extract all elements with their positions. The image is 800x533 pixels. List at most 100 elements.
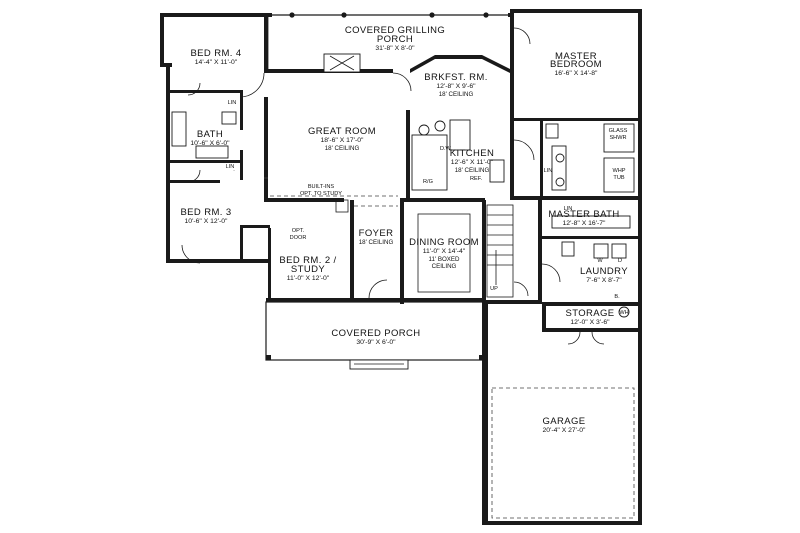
wall — [268, 228, 271, 300]
room-name-covered-porch: COVERED PORCH — [331, 328, 420, 339]
label-whp: WHP — [612, 168, 625, 174]
outlines — [171, 12, 635, 519]
room-name-garage: GARAGE — [542, 416, 585, 427]
stair-outline — [486, 204, 514, 298]
room-dims-covered-grilling-porch: 31'-8" X 8'-0" — [375, 45, 415, 52]
room-name-bed-rm-2: BED RM. 2 / — [279, 255, 336, 266]
label-b: B. — [614, 294, 620, 300]
stool — [434, 120, 446, 132]
wall — [170, 180, 220, 183]
tub — [171, 111, 187, 147]
label-lin: LIN — [228, 100, 237, 106]
room-dims-covered-porch: 30'-9" X 6'-0" — [356, 339, 396, 346]
door-swing — [181, 244, 201, 264]
label-tub: TUB — [613, 175, 624, 181]
label-wh: WH — [619, 310, 628, 316]
room-dims-storage: 12'-0" X 3'-6" — [570, 319, 610, 326]
room-name-master-bedroom-2: BEDROOM — [550, 59, 602, 70]
post-dot — [341, 12, 347, 18]
wall — [540, 118, 543, 198]
wall — [482, 300, 488, 525]
wall — [240, 225, 243, 260]
wall — [638, 356, 642, 525]
post — [266, 355, 271, 360]
wall — [266, 298, 354, 302]
room-dims-bed-rm-4: 14'-4" X 11'-0" — [195, 59, 238, 66]
wall — [486, 300, 542, 304]
room-dims-brkfst-rm: 12'-8" X 9'-6" — [436, 83, 476, 90]
sink — [555, 177, 565, 187]
toilet — [561, 241, 575, 257]
door-swing — [513, 281, 529, 297]
label-lin: LIN — [564, 206, 573, 212]
room-name-bed-rm-4: BED RM. 4 — [190, 48, 241, 59]
label-r-g: R/G — [423, 179, 433, 185]
wall — [240, 225, 270, 228]
vanity — [195, 145, 229, 159]
wall — [638, 196, 642, 356]
room-dims-bed-rm-3: 10'-6" X 12'-0" — [185, 218, 229, 225]
column — [335, 199, 349, 213]
vanity — [551, 215, 631, 229]
wall — [638, 9, 642, 199]
wall — [264, 97, 268, 202]
wall — [406, 110, 410, 200]
wall — [482, 200, 486, 300]
wall — [240, 150, 243, 180]
room-name-study: STUDY — [291, 264, 325, 275]
refrigerator — [489, 159, 505, 183]
wall — [538, 200, 542, 300]
room-name-great-room: GREAT ROOM — [308, 126, 376, 137]
room-name-kitchen: KITCHEN — [450, 148, 495, 159]
post-dot — [429, 12, 435, 18]
wall — [160, 13, 164, 63]
label-lin-dot: . — [233, 167, 235, 173]
wall — [542, 302, 546, 332]
room-ceiling-brkfst-rm: 18' CEILING — [439, 91, 474, 98]
room-ceiling-great-room: 18' CEILING — [325, 145, 360, 152]
room-dims-master-bath: 12'-8" X 16'-7" — [563, 220, 607, 227]
label-w: W — [597, 258, 603, 264]
wall — [482, 521, 642, 525]
wall — [350, 298, 485, 302]
door-swing — [368, 279, 388, 299]
kitchen-counter — [411, 134, 448, 191]
room-name-bath: BATH — [197, 129, 223, 140]
room-name-bed-rm-3: BED RM. 3 — [180, 207, 231, 218]
wall — [166, 259, 270, 263]
room-dims-dining-room: 11'-0" X 14'-4" — [423, 248, 466, 255]
wall — [510, 9, 514, 119]
door-swing — [513, 139, 535, 161]
wall — [264, 198, 344, 202]
room-dims-master-bedroom: 16'-6" X 14'-8" — [555, 70, 599, 77]
label-lin: LIN — [226, 164, 235, 170]
wall — [350, 200, 354, 302]
wall — [170, 160, 240, 163]
stairs — [486, 204, 514, 298]
wall — [538, 236, 642, 239]
room-dims-great-room: 18'-6" X 17'-0" — [321, 137, 365, 144]
room-name-laundry: LAUNDRY — [580, 266, 628, 277]
room-name-brkfst-rm: BRKFST. RM. — [424, 72, 488, 83]
toilet — [221, 111, 237, 125]
room-name-master-bath: MASTER BATH — [548, 209, 619, 220]
label-d: D — [618, 258, 622, 264]
label-up: UP — [490, 286, 498, 292]
boxed-ceiling — [417, 213, 471, 293]
note-opt: OPT. — [292, 228, 305, 234]
room-dims-bath: 10'-6" X 6'-0" — [190, 140, 230, 147]
post-dot — [483, 12, 489, 18]
wall — [400, 198, 485, 202]
washer — [593, 243, 609, 259]
note-opt-to-study: OPT. TO STUDY — [300, 191, 342, 197]
door-swing — [541, 263, 561, 283]
sink — [555, 153, 565, 163]
door-swing — [567, 331, 581, 345]
label-dw: D.W. — [440, 146, 453, 152]
wall — [542, 302, 642, 306]
room-name-covered-grilling-porch-2: PORCH — [377, 34, 413, 45]
note-door: DOOR — [290, 235, 307, 241]
label-shwr: SHWR — [609, 135, 626, 141]
room-name-dining-room: DINING ROOM — [409, 237, 479, 248]
